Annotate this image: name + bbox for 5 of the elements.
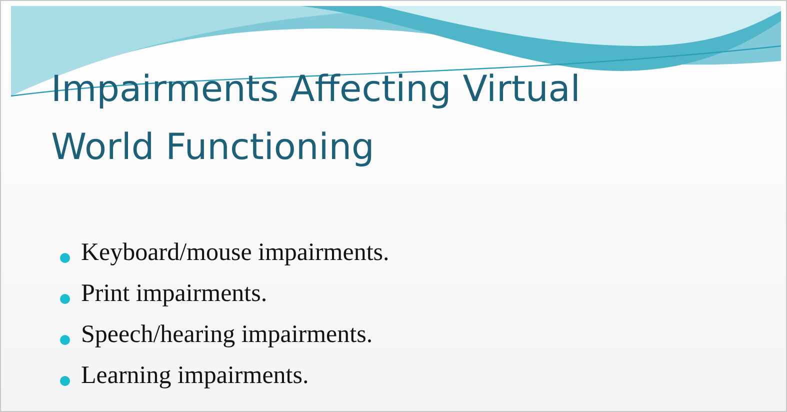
slide-title: Impairments Affecting Virtual World Functioning <box>51 68 582 170</box>
bullet-text: Keyboard/mouse impairments. <box>81 239 390 267</box>
bullet-text: Speech/hearing impairments. <box>81 321 373 349</box>
bullet-text: Print impairments. <box>81 280 268 308</box>
bullet-text: Learning impairments. <box>81 362 309 390</box>
